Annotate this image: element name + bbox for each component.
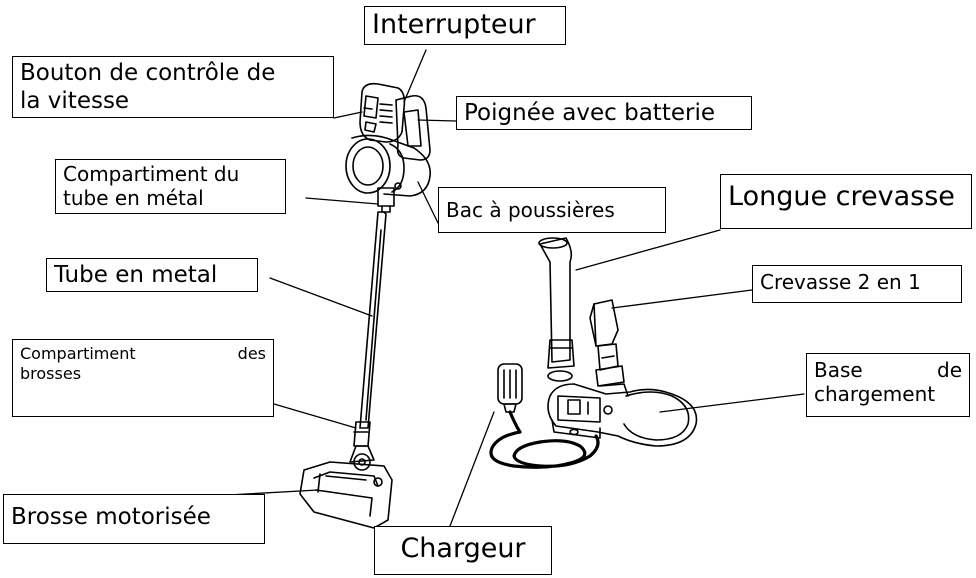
charger-drawing: [489, 363, 600, 469]
label-compartiment-tube-line2: tube en métal: [63, 186, 204, 211]
label-poignee-batterie: Poignée avec batterie: [456, 96, 752, 131]
label-chargeur: Chargeur: [374, 526, 552, 575]
label-speed-control-button: Bouton de contrôle de la vitesse: [12, 56, 334, 119]
crevice-2in1-drawing: [589, 299, 625, 387]
label-compartiment-tube-line1: Compartiment du: [63, 162, 240, 186]
label-speed-line2: la vitesse: [20, 88, 130, 115]
label-bac-poussieres: Bac à poussières: [438, 187, 666, 234]
label-base-chargement: Base de chargement: [806, 353, 970, 417]
label-compartiment-tube: Compartiment du tube en métal: [55, 159, 286, 214]
charging-base-drawing: [547, 370, 698, 447]
label-brosse-motorisee: Brosse motorisée: [3, 494, 265, 545]
label-crevasse-2en1: Crevasse 2 en 1: [752, 265, 962, 304]
label-base-line2: chargement: [814, 382, 936, 407]
label-base-line1: Base de: [814, 358, 962, 382]
label-tube-metal: Tube en metal: [46, 258, 258, 293]
leader-lines: [227, 49, 805, 527]
label-compartiment-brosses-line1: Compartiment des: [20, 344, 266, 363]
long-crevice-drawing: [538, 237, 575, 369]
label-speed-line1: Bouton de contrôle de: [20, 60, 276, 86]
stick-vacuum-drawing: [299, 82, 431, 529]
label-interrupteur: Interrupteur: [364, 6, 566, 45]
label-compartiment-brosses: Compartiment des brosses: [12, 339, 274, 417]
label-compartiment-brosses-line2: brosses: [20, 363, 82, 383]
label-longue-crevasse: Longue crevasse: [720, 174, 972, 229]
